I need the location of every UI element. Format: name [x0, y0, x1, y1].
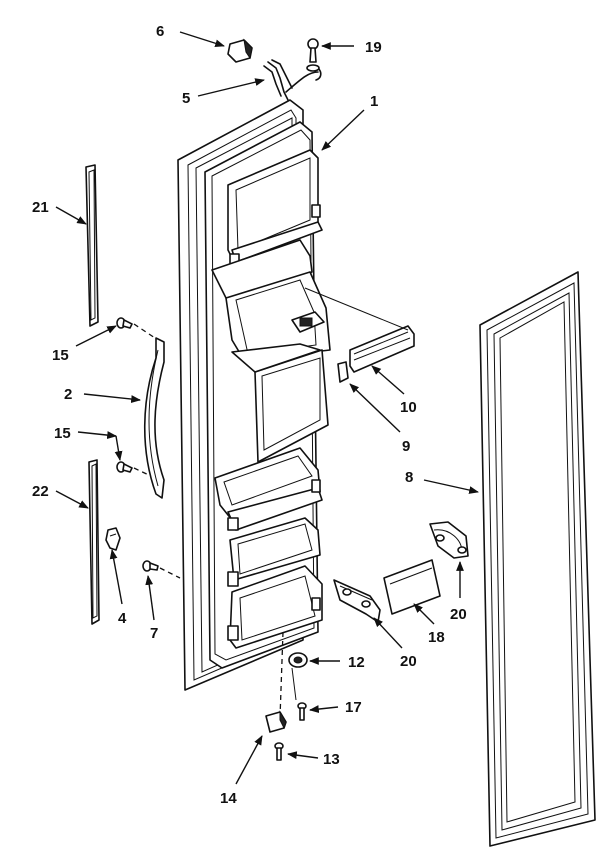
callout-22: 22 [32, 483, 49, 500]
hinge-screw-lower [274, 742, 284, 761]
screw-guide-upper [133, 323, 159, 341]
wire-harness [263, 59, 322, 101]
callout-1: 1 [370, 93, 378, 110]
callout-15-upper: 15 [52, 347, 69, 364]
ground-screw [306, 38, 320, 72]
bushing-guide [291, 667, 297, 701]
leader-lines [55, 31, 479, 785]
callout-10: 10 [400, 399, 417, 416]
callout-4: 4 [118, 610, 127, 627]
wire-connector-cap [227, 38, 253, 63]
hinge-screw-upper [297, 702, 307, 721]
callout-2: 2 [64, 386, 72, 403]
callout-5: 5 [182, 90, 190, 107]
hinge-bushing [288, 652, 308, 668]
callout-15-lower: 15 [54, 425, 71, 442]
trim-bar-end-cap [337, 361, 349, 383]
shelf-bracket-left [333, 579, 381, 623]
callout-21: 21 [32, 199, 49, 216]
handle-screw-lower [116, 461, 133, 473]
callout-18: 18 [428, 629, 445, 646]
door-handle [143, 337, 165, 499]
callout-20-right: 20 [450, 606, 467, 623]
hinge-bracket [265, 710, 287, 733]
callout-14: 14 [220, 790, 237, 807]
top-trim-strip [85, 164, 99, 327]
callout-19: 19 [365, 39, 382, 56]
bottom-trim-strip [88, 459, 100, 625]
trim-screw [142, 560, 159, 572]
door-liner [177, 99, 331, 691]
callout-7: 7 [150, 625, 158, 642]
shelf-retainer [383, 559, 441, 615]
trim-bar-guide [304, 287, 409, 331]
shelf-bracket-right [429, 521, 469, 559]
callout-13: 13 [323, 751, 340, 768]
callout-12: 12 [348, 654, 365, 671]
screw-guide-trim [159, 567, 181, 579]
callout-17: 17 [345, 699, 362, 716]
callout-8: 8 [405, 469, 413, 486]
trim-clip [105, 527, 121, 551]
handle-screw-upper [116, 317, 133, 329]
door-gasket [479, 271, 596, 847]
callout-20-left: 20 [400, 653, 417, 670]
callout-9: 9 [402, 438, 410, 455]
dispenser-trim-bar [349, 325, 415, 373]
callout-6: 6 [156, 23, 164, 40]
